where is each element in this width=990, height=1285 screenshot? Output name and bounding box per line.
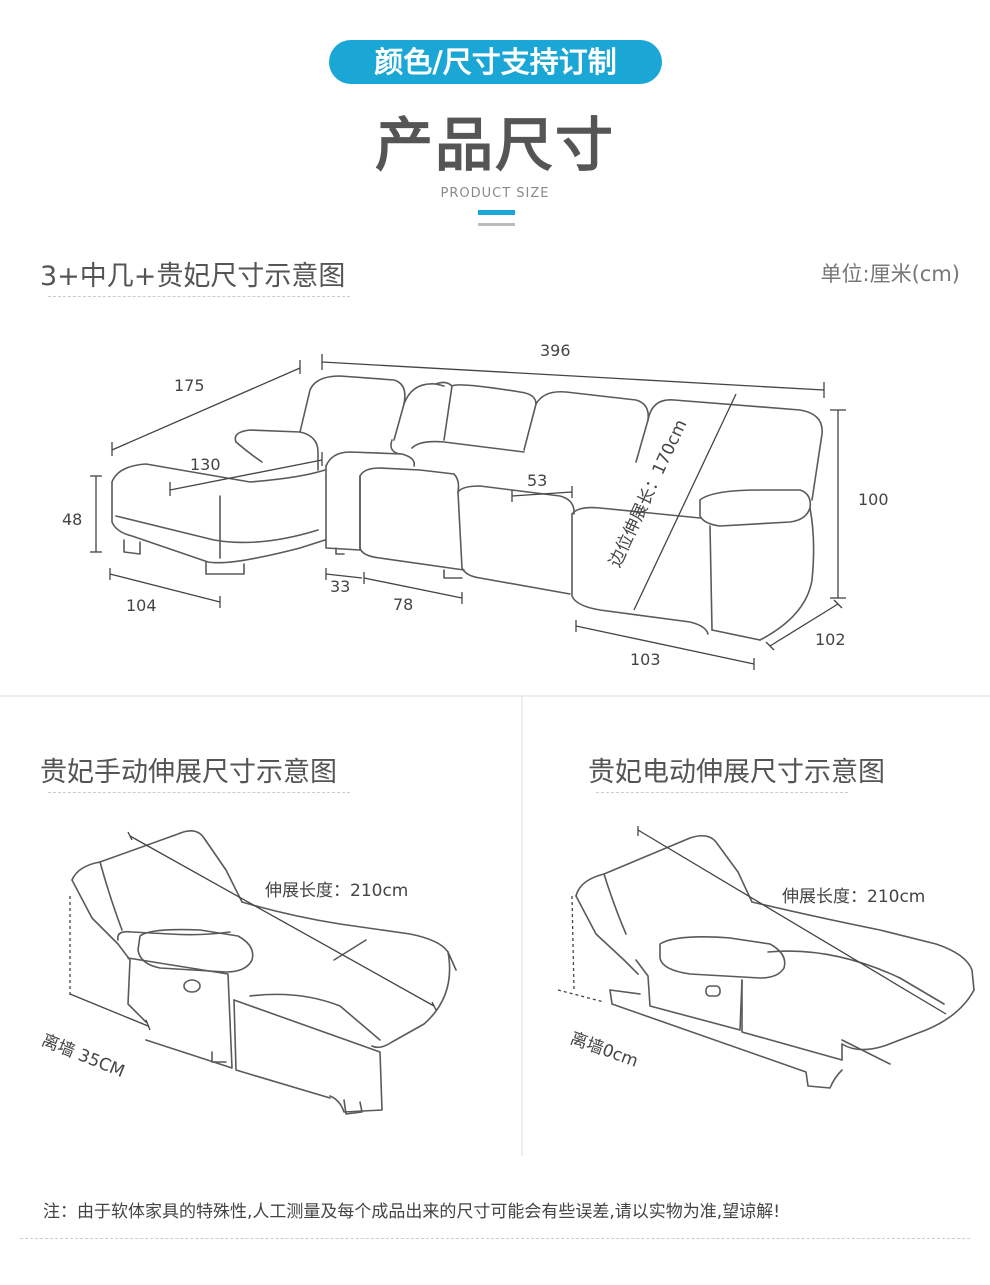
section3-title-underline [596,792,848,793]
unit-label: 单位:厘米(cm) [820,262,960,286]
page-title: 产品尺寸 [374,111,615,179]
title-accent-bar [478,210,515,215]
dim-130: 130 [190,455,221,474]
disclaimer-note: 注：由于软体家具的特殊性,人工测量及每个成品出来的尺寸可能会有些误差,请以实物为… [43,1202,781,1222]
section3-title: 贵妃电动伸展尺寸示意图 [588,757,885,788]
dim-103: 103 [630,650,661,669]
dim-104: 104 [126,596,157,615]
dim-102: 102 [815,630,846,649]
dim-48: 48 [62,510,83,529]
dim-33: 33 [330,577,351,596]
electric-recliner-drawing [575,834,975,1089]
section-dividers [0,695,990,1156]
dim-78: 78 [393,595,414,614]
section2-title: 贵妃手动伸展尺寸示意图 [40,757,337,788]
dimension-lines [69,354,947,1031]
dim-53: 53 [527,471,548,490]
dim-396: 396 [540,341,571,360]
section1-title-underline [48,296,350,297]
custom-badge: 颜色/尺寸支持订制 [329,40,662,84]
manual-extend-length: 伸展长度：210cm [265,881,409,901]
page-subtitle: PRODUCT SIZE [440,186,550,201]
footer-underline [20,1238,970,1239]
section1-title: 3+中几+贵妃尺寸示意图 [40,261,346,292]
title-underline-bar [478,223,515,226]
section2-title-underline [48,792,350,793]
dim-100: 100 [858,490,889,509]
sectional-sofa-drawing [111,375,823,641]
dim-175: 175 [174,376,205,395]
electric-extend-length: 伸展长度：210cm [782,887,926,907]
manual-recliner-drawing [71,830,457,1115]
